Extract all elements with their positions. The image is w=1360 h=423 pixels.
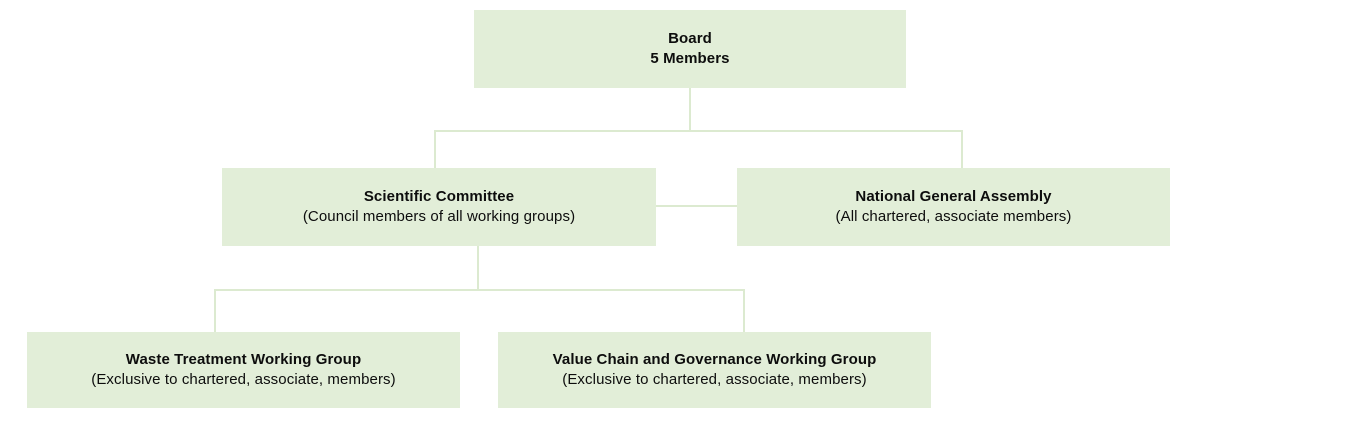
connector-board-stem [689,88,691,132]
connector-row3-right-drop [743,289,745,332]
node-scientific-committee-subtitle: (Council members of all working groups) [302,208,576,225]
connector-row2-horizontal-bus [434,130,963,132]
node-waste-treatment-subtitle: (Exclusive to chartered, associate, memb… [91,371,396,388]
node-national-general-assembly-subtitle: (All chartered, associate members) [835,208,1072,225]
connector-row2-right-drop [961,130,963,168]
node-waste-treatment-title: Waste Treatment Working Group [125,351,362,368]
node-value-chain-title: Value Chain and Governance Working Group [552,351,877,368]
node-scientific-committee[interactable]: Scientific Committee (Council members of… [222,168,656,246]
connector-row3-left-drop [214,289,216,332]
connector-row2-left-drop [434,130,436,168]
connector-scientific-committee-stem [477,246,479,291]
connector-row2-sibling-link [656,205,737,207]
node-value-chain-working-group[interactable]: Value Chain and Governance Working Group… [498,332,931,408]
node-national-general-assembly[interactable]: National General Assembly (All chartered… [737,168,1170,246]
node-board-title: Board [668,30,712,47]
node-board[interactable]: Board 5 Members [474,10,906,88]
connector-row3-horizontal-bus [214,289,745,291]
node-value-chain-subtitle: (Exclusive to chartered, associate, memb… [562,371,867,388]
node-scientific-committee-title: Scientific Committee [363,188,515,205]
node-national-general-assembly-title: National General Assembly [855,188,1052,205]
node-board-subtitle: 5 Members [650,50,730,67]
node-waste-treatment-working-group[interactable]: Waste Treatment Working Group (Exclusive… [27,332,460,408]
